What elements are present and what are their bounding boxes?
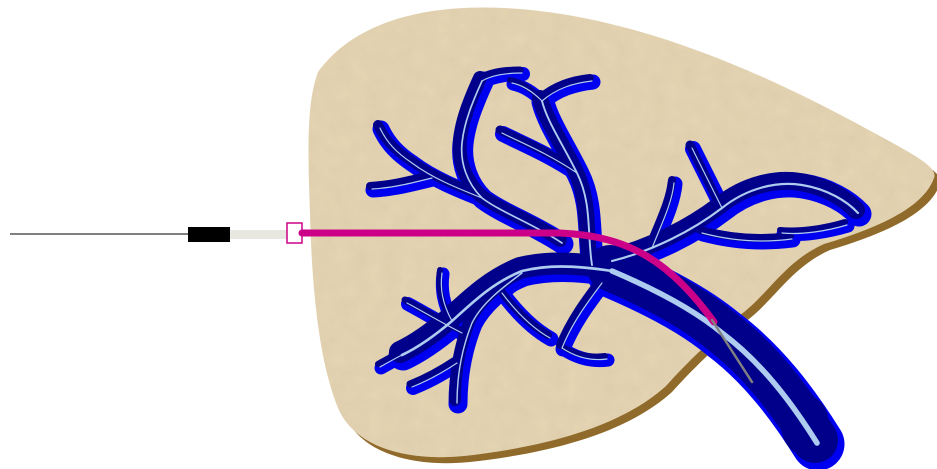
catheter-handle [188, 227, 230, 242]
catheter-sheath [230, 230, 288, 239]
